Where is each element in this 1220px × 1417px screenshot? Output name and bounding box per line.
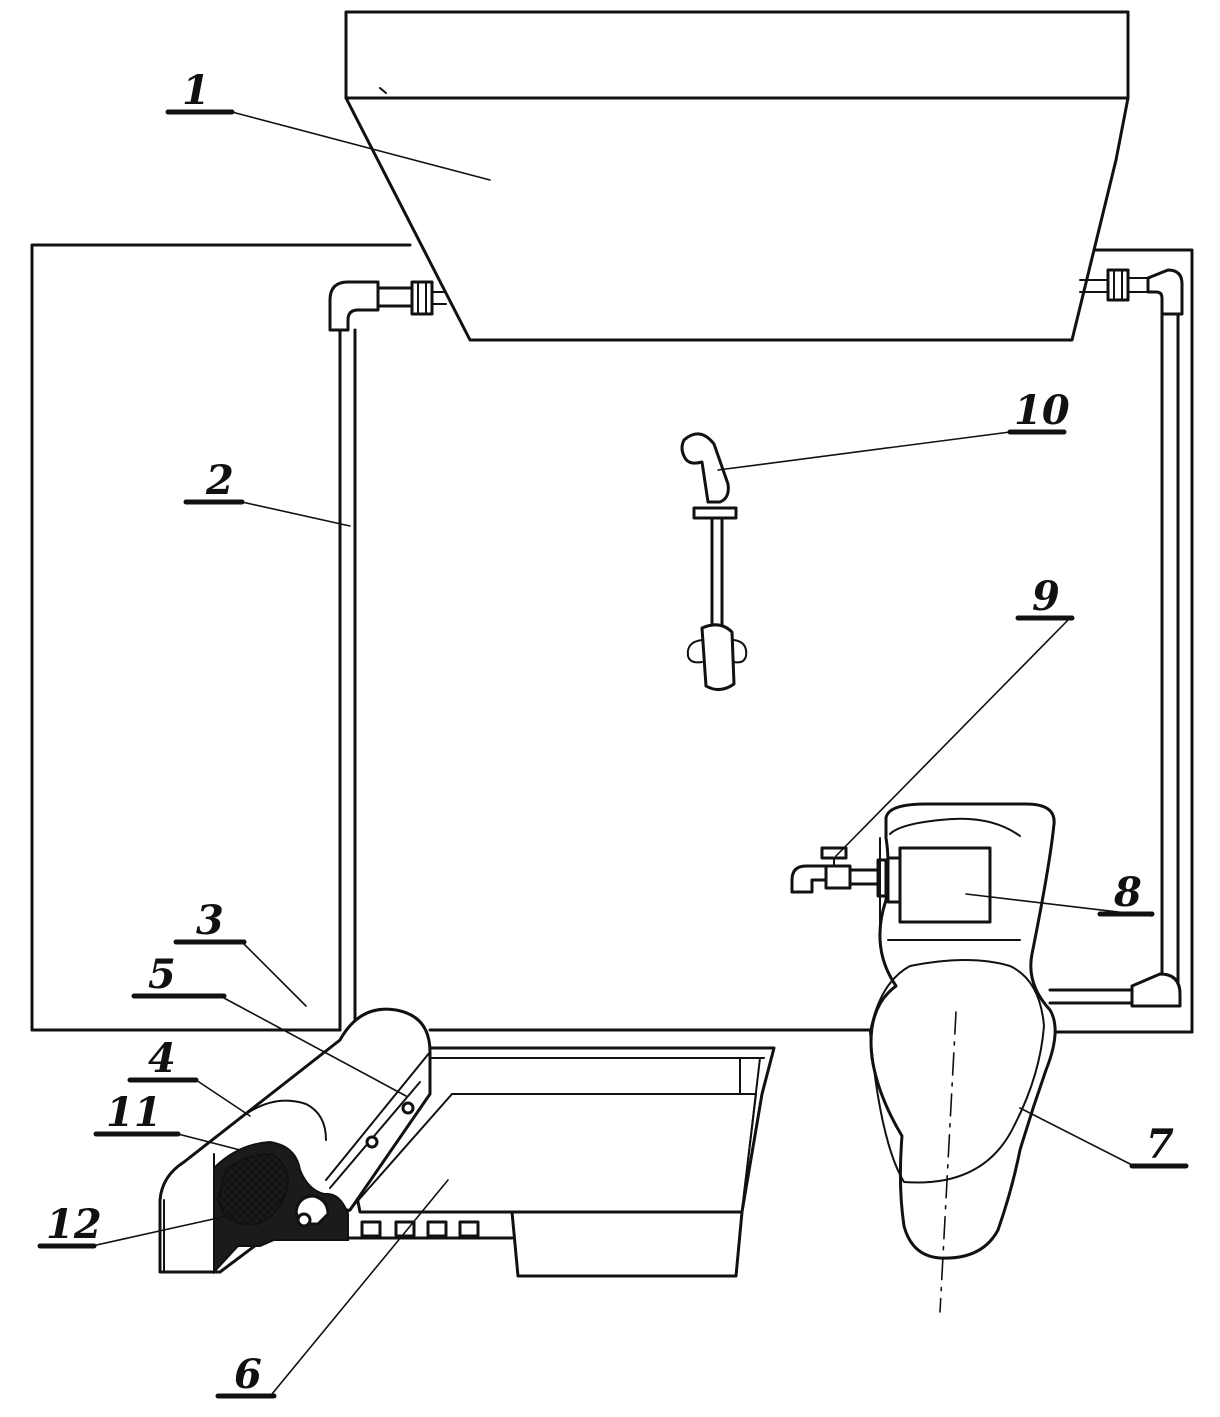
shower-head bbox=[680, 432, 748, 691]
label-underlines bbox=[37, 109, 1189, 1399]
water-tank bbox=[344, 10, 1130, 342]
label-10: 10 bbox=[1014, 387, 1070, 434]
faucet bbox=[790, 846, 888, 898]
label-6: 6 bbox=[234, 1351, 262, 1398]
label-4: 4 bbox=[148, 1035, 176, 1082]
leader-1 bbox=[231, 111, 491, 181]
labels: 1 2 3 4 5 6 7 8 9 10 11 12 bbox=[46, 67, 1174, 1398]
leader-10 bbox=[717, 431, 1011, 471]
leader-lines bbox=[91, 111, 1153, 1395]
tank-insert bbox=[886, 846, 992, 924]
back-wall bbox=[30, 243, 1194, 1034]
label-12: 12 bbox=[46, 1201, 102, 1248]
shower-tray bbox=[294, 1046, 776, 1278]
label-11: 11 bbox=[106, 1089, 162, 1136]
leader-9 bbox=[835, 617, 1071, 857]
label-2: 2 bbox=[205, 457, 234, 504]
left-pipe bbox=[328, 280, 447, 1032]
leader-12 bbox=[91, 1213, 237, 1247]
label-3: 3 bbox=[196, 897, 224, 944]
leader-4 bbox=[195, 1079, 251, 1117]
leader-6 bbox=[271, 1179, 449, 1395]
label-9: 9 bbox=[1032, 573, 1060, 620]
label-8: 8 bbox=[1113, 869, 1142, 916]
label-7: 7 bbox=[1146, 1121, 1174, 1168]
leader-3 bbox=[243, 943, 307, 1007]
leader-2 bbox=[241, 501, 351, 527]
leader-7 bbox=[1019, 1107, 1135, 1167]
leader-11 bbox=[177, 1133, 241, 1151]
right-pipe bbox=[1048, 268, 1184, 1008]
cylinder-assembly bbox=[158, 1007, 432, 1275]
leader-5 bbox=[223, 997, 407, 1097]
label-1: 1 bbox=[182, 67, 210, 114]
label-5: 5 bbox=[148, 951, 176, 998]
